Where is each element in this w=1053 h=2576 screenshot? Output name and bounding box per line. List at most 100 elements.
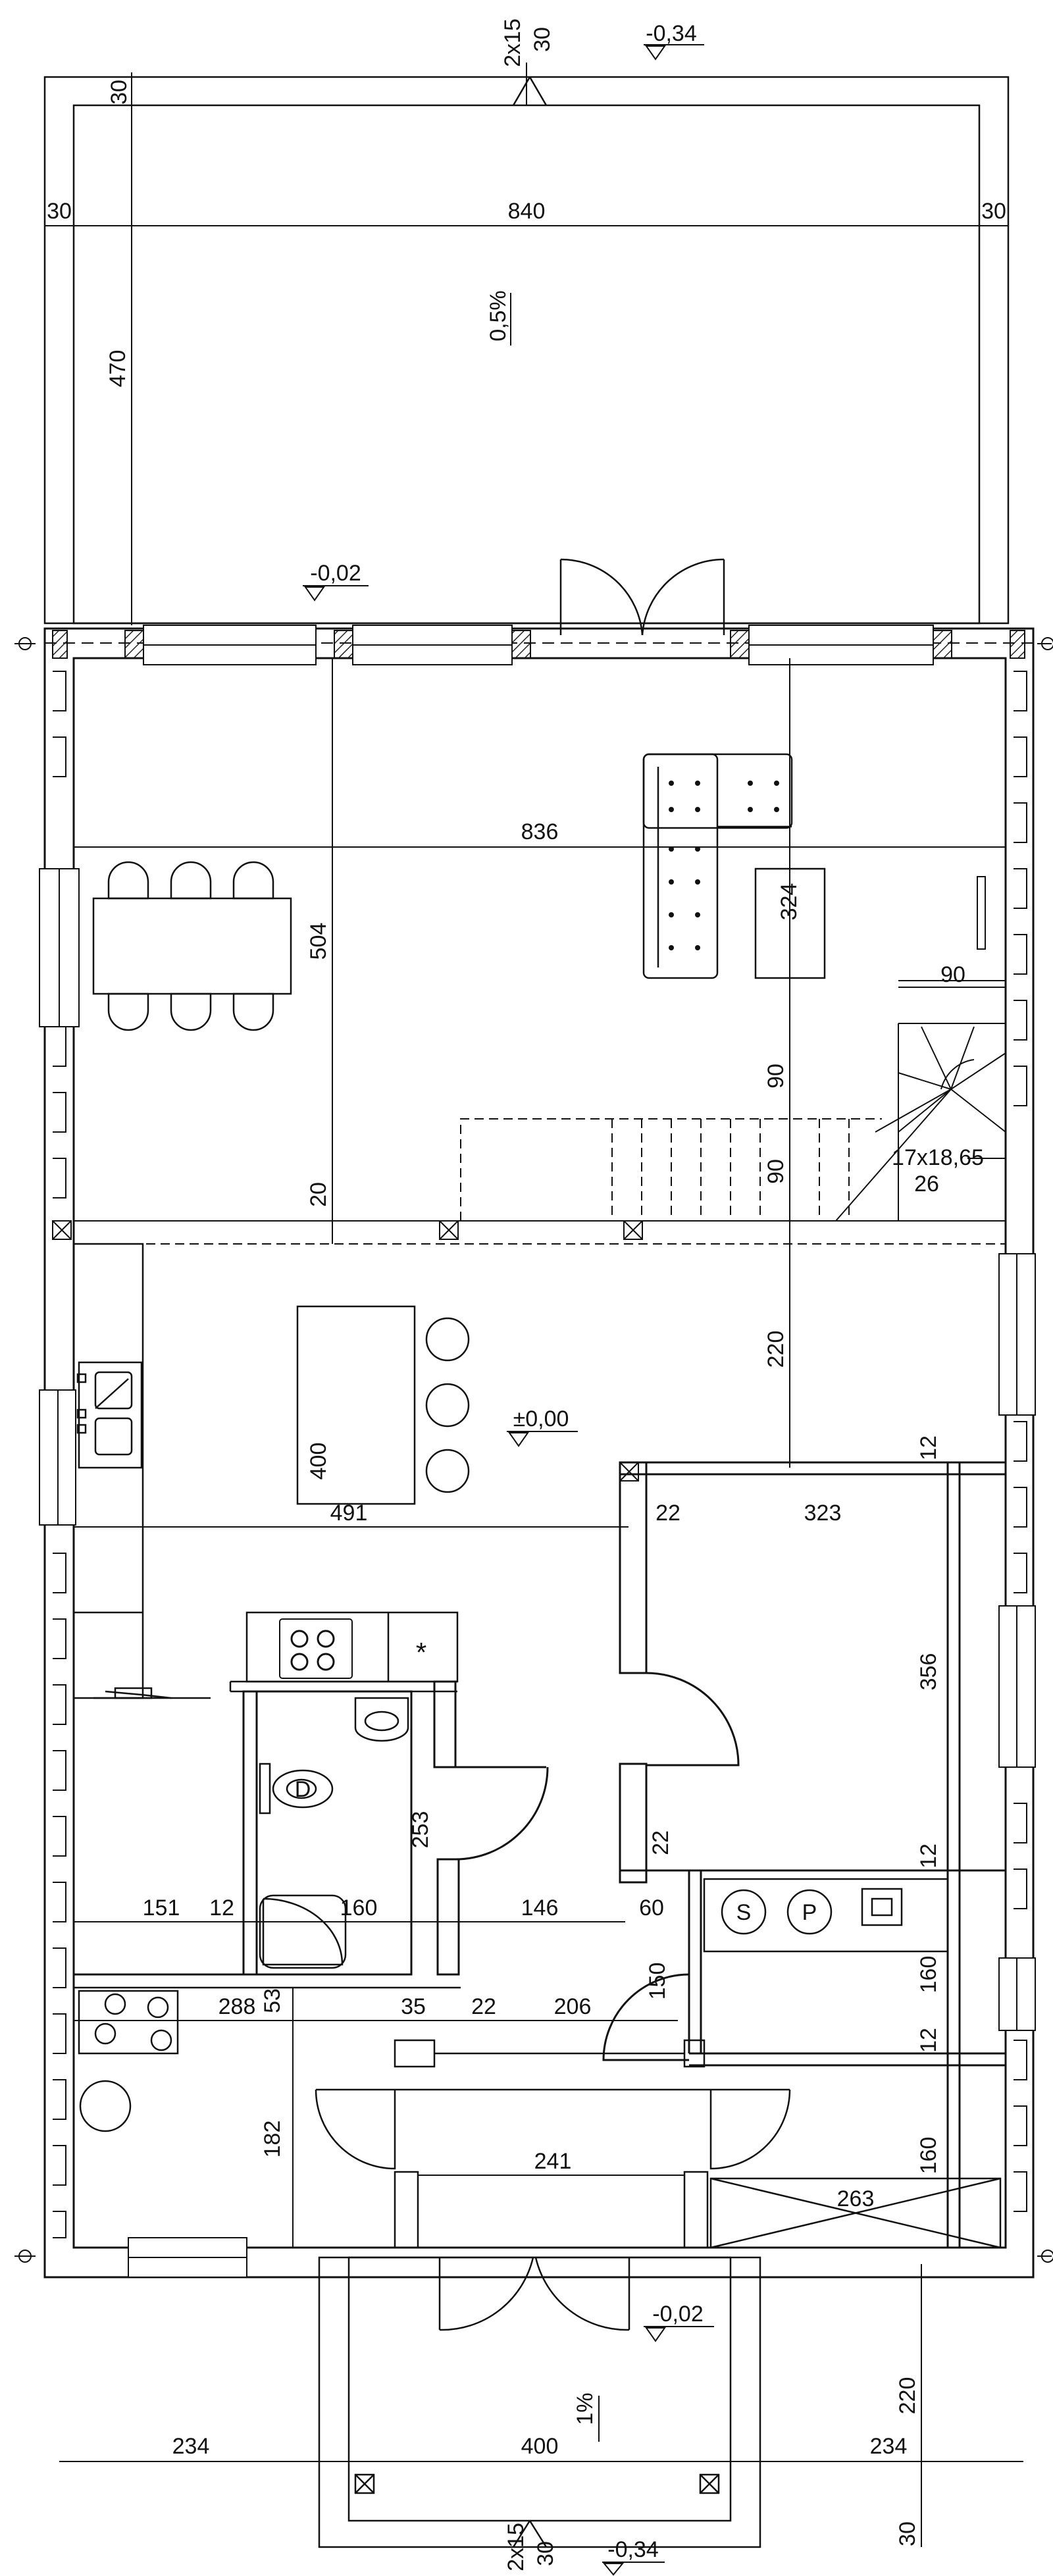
boiler-p: P [802, 1900, 817, 1925]
window-dining [39, 868, 80, 1027]
level-marker-entrance: -0,02 [644, 2302, 714, 2342]
wall-35: 35 [401, 1994, 426, 2019]
level-threshold-bottom: -0,02 [652, 2302, 704, 2327]
living-width: 836 [521, 819, 559, 844]
kitchen-depth: 400 [306, 1443, 331, 1480]
stair-width: 90 [940, 962, 965, 987]
room-markers [619, 1462, 639, 1481]
boiler-height: 160 [916, 1956, 941, 1994]
exterior-walls [43, 627, 1035, 2279]
pantry [72, 1698, 244, 1976]
laundry-depth: 182 [260, 2121, 285, 2158]
boiler-room [703, 1878, 949, 1953]
wall-insulation [53, 671, 1027, 2238]
coffee-table [754, 867, 826, 979]
bathroom-walls [242, 1680, 549, 1976]
overall-width: 840 [508, 199, 546, 224]
boiler-s: S [736, 1900, 752, 1925]
stove [279, 1618, 353, 1679]
porch-dimensions [59, 2264, 1023, 2547]
vestibule [315, 2039, 791, 2249]
terrace-step-rise: 30 [530, 27, 555, 52]
kitchen-island [296, 1305, 470, 1505]
sofa-buttons [669, 781, 779, 950]
level-outside-bottom: -0,34 [607, 2537, 659, 2562]
right-offset: 30 [981, 199, 1006, 224]
terrace [43, 76, 1010, 625]
level-marker-bottom: -0,34 [602, 2537, 665, 2576]
window-living-right [998, 1253, 1036, 1416]
porch [318, 2256, 761, 2548]
dining-table [92, 861, 292, 1031]
axis-markers [14, 637, 1053, 2263]
stair-gap: 20 [306, 1182, 331, 1207]
wall-22-hall: 22 [471, 1994, 496, 2019]
level-floor: ±0,00 [513, 1406, 569, 1431]
stair-markers [52, 1220, 643, 1240]
hall-width: 206 [554, 1994, 592, 2019]
level-threshold-top: -0,02 [310, 561, 361, 586]
corridor-width: 146 [521, 1895, 559, 1920]
level-outside-top: -0,34 [646, 21, 697, 46]
pantry-width: 151 [143, 1895, 180, 1920]
window-kitchen [39, 1389, 76, 1526]
porch-offset: 30 [895, 2521, 920, 2546]
porch-depth: 220 [895, 2377, 920, 2415]
window-room-right [998, 1605, 1036, 1768]
stair-tread: 26 [914, 1172, 939, 1197]
wall-53: 53 [260, 1988, 285, 2013]
porch-width: 400 [521, 2434, 559, 2459]
bath-width: 160 [340, 1895, 378, 1920]
bath-depth: 253 [408, 1811, 433, 1849]
wall-22: 22 [655, 1501, 681, 1526]
room-depth: 356 [916, 1653, 941, 1691]
wall-12-top: 12 [916, 1435, 941, 1460]
coffee-table-dim: 324 [777, 883, 802, 921]
porch-step: 2x15 [503, 2523, 528, 2571]
hall-depth: 220 [763, 1331, 788, 1368]
top-windows [143, 625, 934, 665]
fridge-symbol: * [416, 1637, 426, 1668]
terrace-step: 2x15 [500, 18, 525, 67]
garage [709, 2177, 1002, 2249]
kitchen-width: 491 [330, 1501, 368, 1526]
stair-spec: 17x18,65 [892, 1145, 984, 1170]
garage-depth: 160 [916, 2137, 941, 2175]
garage-width: 263 [837, 2186, 875, 2211]
entrance-door [438, 2257, 630, 2331]
porch-side-right: 234 [870, 2434, 908, 2459]
boiler-depth: 150 [645, 1963, 670, 2000]
toilet-symbol: D [295, 1777, 311, 1802]
wall-12-low: 12 [916, 2028, 941, 2053]
tv [977, 876, 986, 950]
terrace-dimensions [44, 63, 1009, 625]
level-marker-threshold: -0,02 [303, 561, 369, 602]
stair-run-1: 90 [763, 1064, 788, 1089]
left-offset: 30 [47, 199, 72, 224]
window-boiler [998, 1957, 1036, 2031]
wall-12-mid: 12 [916, 1843, 941, 1868]
porch-slope: 1% [573, 2392, 598, 2425]
window-laundry [128, 2237, 247, 2278]
living-depth: 504 [306, 923, 331, 960]
terrace-door [559, 558, 725, 636]
terrace-top-offset: 30 [107, 80, 132, 105]
stair-projection [74, 1118, 1006, 1245]
kitchen-counter [72, 1243, 211, 1699]
porch-side-left: 234 [172, 2434, 210, 2459]
room-width: 323 [804, 1501, 842, 1526]
wall-12-bath: 12 [209, 1895, 234, 1920]
bathroom-fixtures [259, 1697, 409, 1969]
door-60: 60 [639, 1895, 664, 1920]
level-marker-floor: ±0,00 [507, 1406, 578, 1447]
laundry-width: 288 [218, 1994, 256, 2019]
level-marker-top: -0,34 [644, 21, 704, 61]
terrace-depth: 470 [105, 350, 130, 388]
living-dimensions [74, 658, 1006, 1468]
laundry [74, 1986, 461, 2132]
sofa [642, 753, 793, 979]
vestibule-width: 241 [534, 2149, 572, 2174]
stair-run-2: 90 [763, 1159, 788, 1184]
wall-22-boiler: 22 [648, 1830, 673, 1855]
